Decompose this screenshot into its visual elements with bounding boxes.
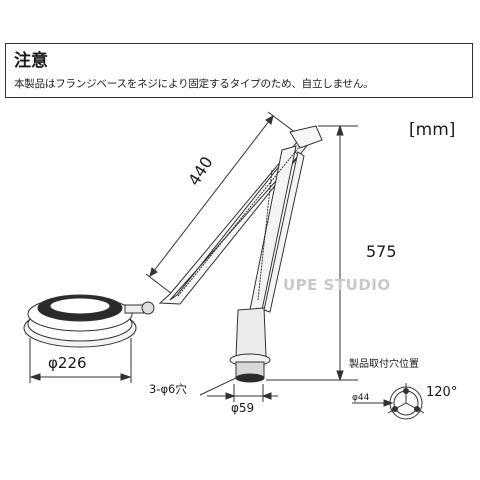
dimension-drawing: [mm] 440 575 φ226 3-φ6穴 φ59 製品取付穴位置 φ44 … [0,98,480,480]
mount-hole-diagram [352,383,425,420]
mount-caption: 製品取付穴位置 [349,359,419,370]
notice-box: 注意 本製品はフランジベースをネジにより固定するタイプのため、自立しません。 [5,43,473,98]
magnifier-head [23,294,155,348]
mount-circle-label: φ44 [352,393,370,403]
watermark: UPE STUDIO [283,276,391,294]
base-holes-label: 3-φ6穴 [149,382,187,396]
mount-angle-label: 120° [426,385,458,400]
arm-dimension-line [149,115,274,277]
height-label: 575 [366,242,397,261]
notice-title: 注意 [14,51,48,71]
lamp-base [229,307,271,383]
lens-diameter-label: φ226 [48,354,87,372]
lamp-arm [158,125,323,313]
unit-label: [mm] [409,120,456,140]
base-diameter-label: φ59 [231,401,255,415]
lamp-drawing [23,111,425,420]
notice-text: 本製品はフランジベースをネジにより固定するタイプのため、自立しません。 [14,78,374,90]
